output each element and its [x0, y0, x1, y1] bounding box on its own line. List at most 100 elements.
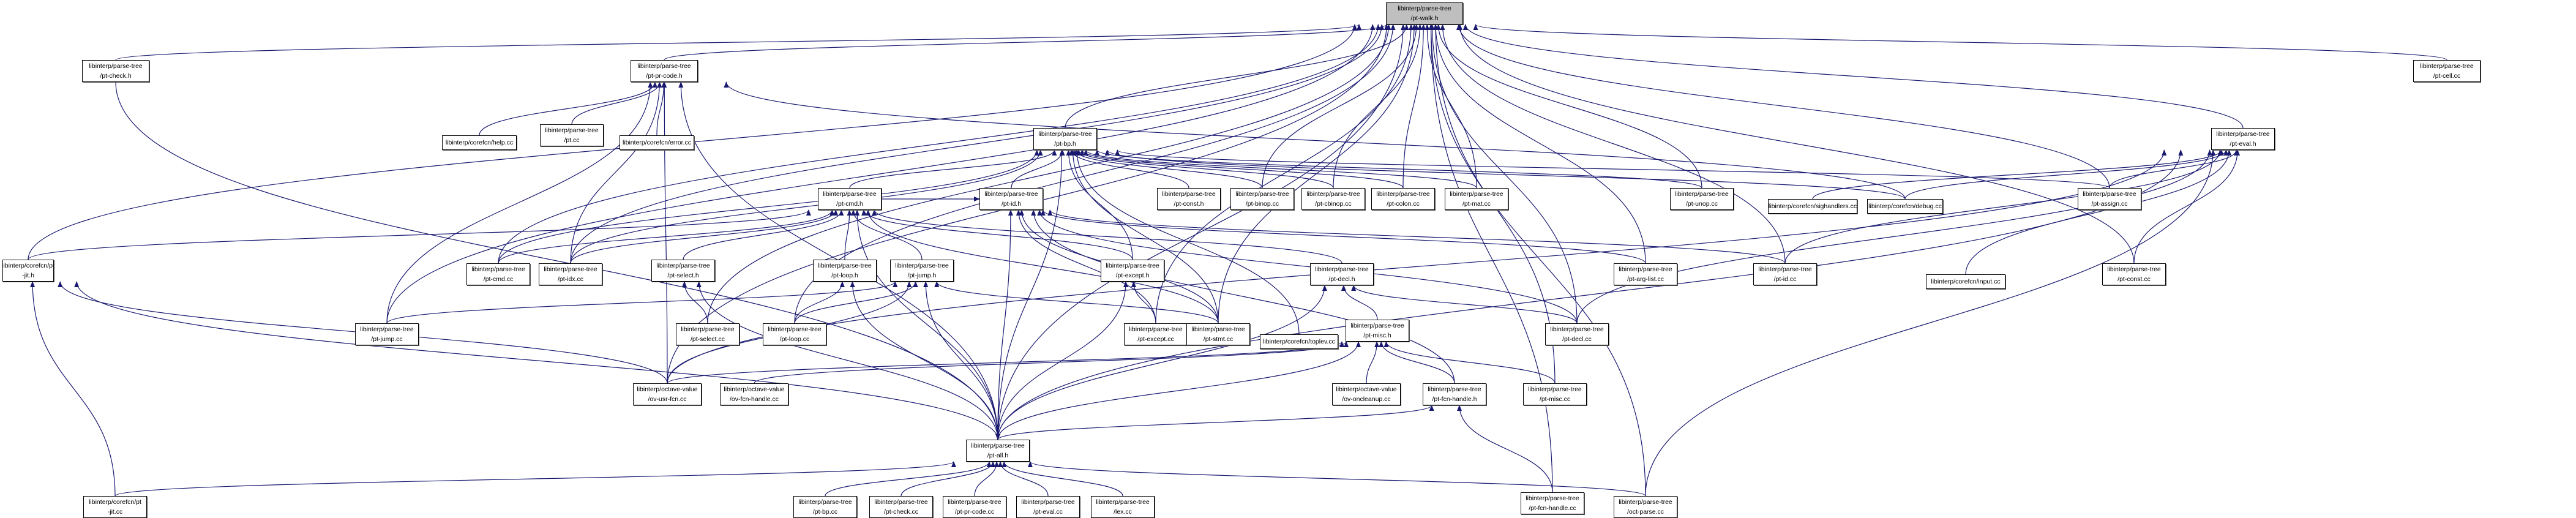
graph-node-pt-misc-cc[interactable]: libinterp/parse-tree/pt-misc.cc [1523, 383, 1587, 405]
dependency-edge [1456, 24, 2110, 189]
graph-node-error-cc[interactable]: libinterp/corefcn/error.cc [620, 135, 694, 150]
dependency-edge [1402, 24, 1426, 189]
graph-node-pt-bp-h[interactable]: libinterp/parse-tree/pt-bp.h [1033, 128, 1097, 150]
graph-node-pt-jit-cc[interactable]: libinterp/corefcn/pt-jit.cc [83, 496, 147, 518]
node-label-line: libinterp/parse-tree [1096, 498, 1150, 506]
graph-node-pt-fcn-handle-cc[interactable]: libinterp/parse-tree/pt-fcn-handle.cc [1521, 492, 1584, 514]
dependency-edge [1104, 149, 1906, 200]
graph-node-pt-loop-h[interactable]: libinterp/parse-tree/pt-loop.h [813, 260, 877, 282]
graph-node-lex-cc[interactable]: libinterp/parse-tree/lex.cc [1091, 496, 1155, 518]
dependency-edge [1115, 149, 2110, 189]
dependency-edge [1076, 149, 1334, 189]
dependency-edge [682, 281, 708, 324]
graph-node-pt-const-cc[interactable]: libinterp/parse-tree/pt-const.cc [2102, 263, 2166, 285]
graph-node-pt-cell-cc[interactable]: libinterp/parse-tree/pt-cell.cc [2413, 60, 2481, 82]
graph-node-pt-fcn-handle-h[interactable]: libinterp/parse-tree/pt-fcn-handle.h [1423, 383, 1486, 405]
graph-node-pt-walk-h[interactable]: libinterp/parse-tree/pt-walk.h [1386, 2, 1463, 24]
node-label-line: libinterp/parse-tree [1550, 326, 1604, 333]
node-label-line: libinterp/parse-tree [360, 326, 414, 333]
dependency-edge [900, 461, 996, 497]
dependency-edge [1473, 24, 2447, 61]
graph-node-pt-arg-list-cc[interactable]: libinterp/parse-tree/pt-arg-list.cc [1614, 263, 1677, 285]
node-label-line: libinterp/parse-tree [823, 190, 877, 198]
node-label-line: libinterp/parse-tree [1129, 326, 1183, 333]
graph-node-pt-idx-cc[interactable]: libinterp/parse-tree/pt-idx.cc [539, 263, 602, 285]
graph-node-pt-cmd-cc[interactable]: libinterp/parse-tree/pt-cmd.cc [466, 263, 530, 285]
dependency-edge [2133, 149, 2241, 264]
node-label-line: libinterp/parse-tree [1528, 386, 1582, 393]
dependency-edge [662, 81, 668, 384]
node-label-line: /pt-decl.h [1328, 276, 1355, 283]
node-label-line: /pt-misc.cc [1539, 396, 1571, 403]
dependency-edge [1070, 149, 1219, 324]
node-label-line: /pt-bp.cc [812, 508, 838, 516]
graph-node-pt-check-cc[interactable]: libinterp/parse-tree/pt-check.cc [869, 496, 933, 518]
graph-node-sighandlers-cc[interactable]: libinterp/corefcn/sighandlers.cc [1768, 199, 1857, 214]
graph-node-pt-id-h[interactable]: libinterp/parse-tree/pt-id.h [979, 188, 1043, 210]
dependency-edge [974, 461, 1000, 497]
graph-node-help-cc[interactable]: libinterp/corefcn/help.cc [442, 135, 517, 150]
graph-node-pt-except-cc[interactable]: libinterp/parse-tree/pt-except.cc [1124, 323, 1188, 345]
dependency-edge [1069, 149, 1189, 189]
dependency-edge [1074, 149, 1300, 335]
graph-node-ov-oncleanup-cc[interactable]: libinterp/octave-value/ov-oncleanup.cc [1332, 383, 1401, 405]
node-label-line: libinterp/corefcn/sighandlers.cc [1768, 203, 1857, 210]
dependency-edge [825, 461, 992, 497]
graph-node-pt-jump-cc[interactable]: libinterp/parse-tree/pt-jump.cc [355, 323, 419, 345]
dependency-edge [794, 281, 918, 324]
dependency-edge [997, 209, 1013, 440]
dependency-edge [1812, 149, 2224, 200]
graph-node-pt-pr-code-cc[interactable]: libinterp/parse-tree/pt-pr-code.cc [943, 496, 1006, 518]
graph-node-pt-binop-cc[interactable]: libinterp/parse-tree/pt-binop.cc [1230, 188, 1294, 210]
node-label-line: /pt-walk.h [1410, 15, 1439, 22]
graph-node-pt-except-h[interactable]: libinterp/parse-tree/pt-except.h [1101, 260, 1164, 282]
graph-node-pt-pr-code-h[interactable]: libinterp/parse-tree/pt-pr-code.h [631, 60, 698, 82]
graph-node-pt-eval-cc[interactable]: libinterp/parse-tree/pt-eval.cc [1016, 496, 1080, 518]
graph-node-pt-colon-cc[interactable]: libinterp/parse-tree/pt-colon.cc [1371, 188, 1435, 210]
graph-node-pt-unop-cc[interactable]: libinterp/parse-tree/pt-unop.cc [1670, 188, 1734, 210]
graph-node-pt-all-h[interactable]: libinterp/parse-tree/pt-all.h [966, 440, 1030, 462]
node-label-line: /pt-stmt.cc [1203, 336, 1234, 343]
graph-node-pt-stmt-cc[interactable]: libinterp/parse-tree/pt-stmt.cc [1186, 323, 1250, 345]
node-label-line: /pt-colon.cc [1387, 200, 1420, 208]
graph-node-pt-mat-cc[interactable]: libinterp/parse-tree/pt-mat.cc [1445, 188, 1508, 210]
dependency-edge [850, 281, 998, 440]
dependency-edge [30, 281, 116, 497]
graph-node-pt-decl-h[interactable]: libinterp/parse-tree/pt-decl.h [1310, 263, 1374, 285]
graph-node-pt-cbinop-cc[interactable]: libinterp/parse-tree/pt-cbinop.cc [1301, 188, 1365, 210]
graph-node-debug-cc[interactable]: libinterp/corefcn/debug.cc [1867, 199, 1943, 214]
node-label-line: /lex.cc [1114, 508, 1132, 516]
node-label-line: libinterp/corefcn/input.cc [1931, 278, 2001, 285]
dependency-edge [997, 149, 1065, 440]
dependency-edge [861, 209, 1133, 260]
node-label-line: /pt-all.h [987, 452, 1009, 459]
node-label-line: libinterp/parse-tree [1235, 190, 1289, 198]
graph-node-pt-decl-cc[interactable]: libinterp/parse-tree/pt-decl.cc [1545, 323, 1609, 345]
dependency-edge [997, 341, 1361, 440]
node-label-line: libinterp/octave-value [1336, 386, 1397, 393]
graph-node-pt-select-cc[interactable]: libinterp/parse-tree/pt-select.cc [676, 323, 739, 345]
graph-node-pt-id-cc[interactable]: libinterp/parse-tree/pt-id.cc [1753, 263, 1817, 285]
graph-node-pt-jump-h[interactable]: libinterp/parse-tree/pt-jump.h [890, 260, 954, 282]
graph-node-toplev-cc[interactable]: libinterp/corefcn/toplev.cc [1260, 334, 1338, 349]
graph-node-pt-misc-h[interactable]: libinterp/parse-tree/pt-misc.h [1346, 320, 1409, 342]
node-label-line: /pt-cell.cc [2433, 72, 2461, 80]
graph-node-pt-eval-h[interactable]: libinterp/parse-tree/pt-eval.h [2211, 128, 2275, 150]
graph-node-pt-check-h[interactable]: libinterp/parse-tree/pt-check.h [82, 60, 149, 82]
graph-node-ov-fcn-handle-cc[interactable]: libinterp/octave-value/ov-fcn-handle.cc [720, 383, 788, 405]
graph-node-ov-usr-fcn-cc[interactable]: libinterp/octave-value/ov-usr-fcn.cc [633, 383, 702, 405]
graph-node-oct-parse-cc[interactable]: libinterp/parse-tree/oct-parse.cc [1614, 496, 1677, 518]
graph-node-pt-const-h[interactable]: libinterp/parse-tree/pt-const.h [1157, 188, 1221, 210]
dependency-edge [1965, 149, 2232, 275]
node-label-line: /pt-jump.cc [371, 336, 403, 343]
graph-node-pt-jit-h[interactable]: libinterp/corefcn/pt-jit.h [2, 260, 54, 282]
graph-node-pt-bp-cc[interactable]: libinterp/parse-tree/pt-bp.cc [793, 496, 857, 518]
graph-node-input-cc[interactable]: libinterp/corefcn/input.cc [1926, 274, 2005, 289]
graph-node-pt-select-h[interactable]: libinterp/parse-tree/pt-select.h [651, 260, 715, 282]
graph-node-pt-cc[interactable]: libinterp/parse-tree/pt.cc [540, 124, 604, 146]
graph-node-pt-cmd-h[interactable]: libinterp/parse-tree/pt-cmd.h [818, 188, 882, 210]
node-label-line: libinterp/parse-tree [2420, 62, 2474, 70]
node-label-line: libinterp/parse-tree [656, 262, 710, 269]
graph-node-pt-loop-cc[interactable]: libinterp/parse-tree/pt-loop.cc [763, 323, 826, 345]
graph-node-pt-assign-cc[interactable]: libinterp/parse-tree/pt-assign.cc [2078, 188, 2141, 210]
